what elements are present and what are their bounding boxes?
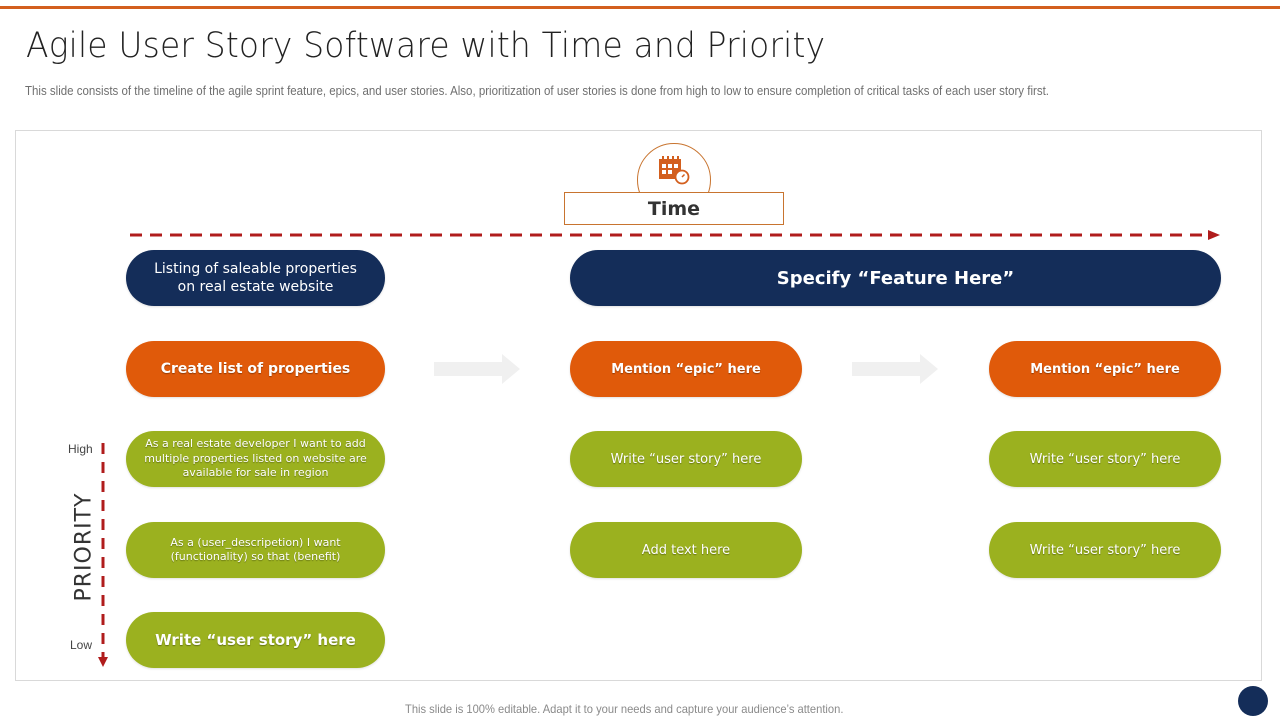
user-story-pill[interactable]: As a (user_descripetion) I want (functio… (126, 522, 385, 578)
user-story-pill[interactable]: Write “user story” here (989, 522, 1221, 578)
user-story-label: Write “user story” here (1029, 542, 1181, 558)
priority-axis-label: PRIORITY (71, 492, 97, 602)
user-story-pill[interactable]: Write “user story” here (126, 612, 385, 668)
user-story-label: Write “user story” here (155, 631, 356, 649)
epic-label: Create list of properties (160, 361, 351, 377)
user-story-label: As a real estate developer I want to add… (144, 437, 367, 480)
time-axis-label: Time (564, 192, 784, 225)
epic-label: Mention “epic” here (611, 361, 761, 377)
time-axis-arrow (130, 230, 1220, 240)
epic-label: Mention “epic” here (1030, 361, 1180, 377)
user-story-pill[interactable]: Write “user story” here (570, 431, 802, 487)
calendar-clock-icon (659, 156, 690, 185)
feature-label: Specify “Feature Here” (776, 267, 1015, 289)
footer-note: This slide is 100% editable. Adapt it to… (405, 702, 844, 716)
top-accent-bar (0, 6, 1280, 9)
priority-low-label: Low (70, 638, 93, 652)
user-story-label: Write “user story” here (1029, 451, 1181, 467)
slide-subtitle: This slide consists of the timeline of t… (25, 84, 1049, 98)
slide-title: Agile User Story Software with Time and … (26, 26, 826, 66)
epic-pill[interactable]: Mention “epic” here (570, 341, 802, 397)
feature-pill[interactable]: Specify “Feature Here” (570, 250, 1221, 306)
flow-arrow-icon (852, 354, 938, 384)
navigation-dot[interactable] (1238, 686, 1268, 716)
flow-arrow-icon (434, 354, 520, 384)
user-story-label: Add text here (641, 542, 731, 558)
priority-high-label: High (68, 442, 93, 456)
user-story-pill[interactable]: Add text here (570, 522, 802, 578)
user-story-label: As a (user_descripetion) I want (functio… (170, 535, 341, 564)
epic-pill[interactable]: Mention “epic” here (989, 341, 1221, 397)
feature-label: Listing of saleable properties on real e… (154, 261, 357, 295)
user-story-pill[interactable]: As a real estate developer I want to add… (126, 431, 385, 487)
feature-pill[interactable]: Listing of saleable properties on real e… (126, 250, 385, 306)
user-story-label: Write “user story” here (610, 451, 762, 467)
priority-axis-arrow (98, 443, 108, 667)
user-story-pill[interactable]: Write “user story” here (989, 431, 1221, 487)
epic-pill[interactable]: Create list of properties (126, 341, 385, 397)
